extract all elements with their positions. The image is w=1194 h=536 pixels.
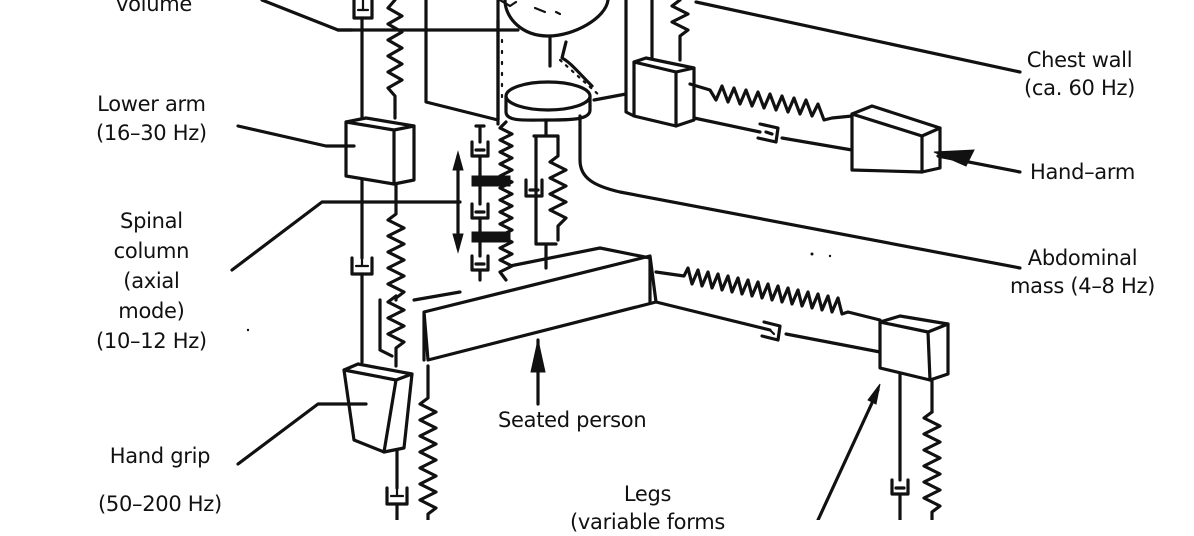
label-hand-arm: Hand–arm xyxy=(1030,160,1135,184)
damper-icon xyxy=(756,122,780,144)
leader-line-hand-grip xyxy=(236,402,368,466)
vibration-body-model-diagram xyxy=(230,0,1022,520)
damper-icon xyxy=(352,0,374,20)
head-sphere-icon xyxy=(503,0,610,38)
damper-icon xyxy=(760,320,782,342)
leader-line-chest-wall xyxy=(694,0,1022,74)
hand-arm-wedge-icon xyxy=(850,104,942,174)
label-spinal-column: Spinal column (axial mode) (10–12 Hz) xyxy=(96,206,207,356)
label-spinal-line2: column xyxy=(113,239,190,263)
label-spinal-line3: (axial xyxy=(123,269,180,293)
label-legs: Legs (variable forms xyxy=(570,480,725,536)
label-seated-person: Seated person xyxy=(498,408,647,432)
label-chest-wall: Chest wall (ca. 60 Hz) xyxy=(1024,46,1135,102)
chest-cylinder-icon xyxy=(504,80,592,122)
damper-icon xyxy=(385,482,409,506)
spring-icon xyxy=(386,294,406,368)
spring-icon xyxy=(498,120,514,282)
label-volume: volume xyxy=(116,0,192,16)
spring-icon xyxy=(418,364,438,520)
label-abdominal-mass: Abdominal mass (4–8 Hz) xyxy=(1010,244,1155,300)
label-spinal-line4: mode) xyxy=(118,299,185,323)
label-lower-arm-title: Lower arm xyxy=(97,92,206,116)
spring-icon xyxy=(386,0,404,120)
spring-icon xyxy=(654,266,882,322)
label-hand-grip-title: Hand grip xyxy=(109,444,211,468)
label-hand-grip-freq: (50–200 Hz) xyxy=(98,492,222,516)
spinal-stack xyxy=(452,114,1022,282)
label-lower-arm: Lower arm (16–30 Hz) xyxy=(96,90,207,148)
damper-icon xyxy=(350,250,374,276)
damper-icon xyxy=(890,478,910,520)
label-hand-grip: Hand grip (50–200 Hz) xyxy=(98,432,222,528)
spring-icon xyxy=(922,410,942,520)
mass-block-icon xyxy=(632,56,696,128)
label-legs-sub: (variable forms xyxy=(570,510,725,534)
leader-line-legs xyxy=(816,388,880,520)
hand-grip-wedge-icon xyxy=(342,362,414,454)
torso xyxy=(230,0,628,466)
spring-icon xyxy=(548,138,568,242)
leader-line-spinal xyxy=(230,200,462,272)
label-abdominal-freq: mass (4–8 Hz) xyxy=(1010,274,1156,298)
spring-icon xyxy=(670,0,690,62)
label-lower-arm-freq: (16–30 Hz) xyxy=(96,121,207,145)
double-arrow-icon xyxy=(452,150,464,254)
spring-icon xyxy=(386,182,406,300)
seat-beam-icon xyxy=(412,246,658,362)
mass-block-icon xyxy=(878,314,950,382)
leader-line-lower-arm xyxy=(236,124,356,148)
left-column xyxy=(342,0,438,520)
mass-block-icon xyxy=(344,116,416,186)
spring-icon xyxy=(688,82,854,122)
label-spinal-freq: (10–12 Hz) xyxy=(96,329,207,353)
hand-arm-arrow-icon xyxy=(933,149,1022,174)
label-chest-wall-freq: (ca. 60 Hz) xyxy=(1024,76,1136,100)
leader-line-abdominal xyxy=(578,114,1022,270)
label-abdominal-title: Abdominal xyxy=(1027,246,1138,270)
label-chest-wall-title: Chest wall xyxy=(1026,48,1133,72)
seated-person-arrow-icon xyxy=(530,338,546,406)
label-legs-title: Legs xyxy=(623,482,672,506)
label-spinal-line1: Spinal xyxy=(120,209,183,233)
